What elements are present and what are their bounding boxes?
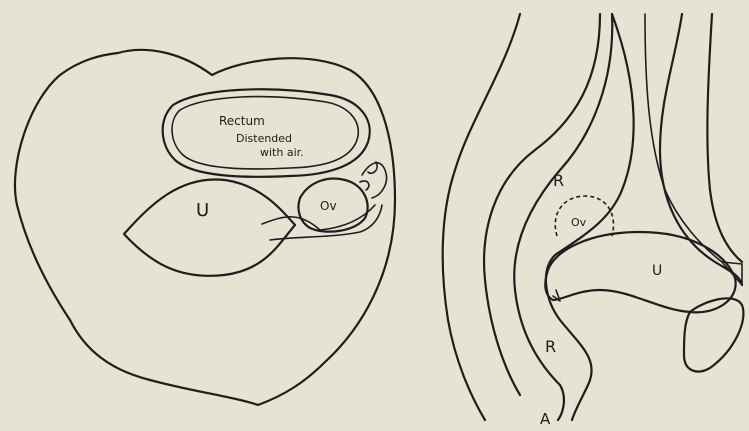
transverse-section-figure: Rectum Distended with air. U Ov <box>15 50 395 405</box>
uterus-label-right: U <box>652 263 662 279</box>
sacrum-outline-outer <box>443 14 520 420</box>
rectum-wall-left <box>514 14 612 420</box>
rectum-label-line3: with air. <box>260 146 304 159</box>
bladder-wall-inner <box>707 14 742 262</box>
pubic-wedge <box>722 262 742 285</box>
rectum-lower-label: R <box>545 337 556 356</box>
ovary-label-left: Ov <box>320 199 337 213</box>
uterus-right <box>545 232 735 312</box>
uterus-outline <box>124 179 295 275</box>
sacrum-outline-inner <box>484 14 600 395</box>
rectum-label-line1: Rectum <box>219 114 265 128</box>
rectum-label-line2: Distended <box>236 132 292 145</box>
anus-label: A <box>540 410 551 427</box>
sagittal-section-figure: R Ov U R A <box>443 14 744 427</box>
ovary-label-right: Ov <box>571 216 587 229</box>
rectum-wall-right <box>546 14 634 420</box>
uterus-label-left: U <box>196 200 209 221</box>
rectum-upper-label: R <box>553 171 564 190</box>
